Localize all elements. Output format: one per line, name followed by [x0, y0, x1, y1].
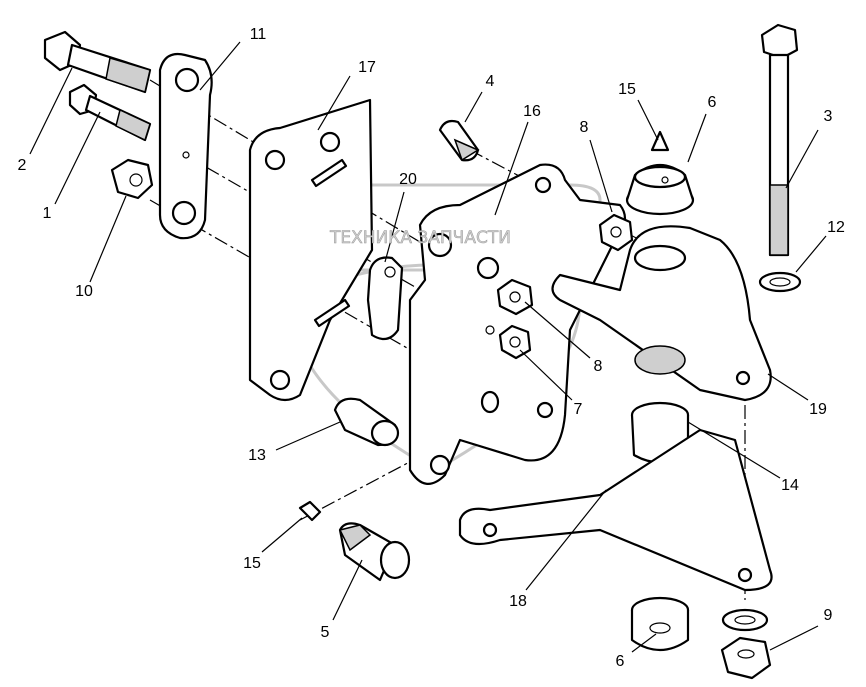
callout-label: 17	[358, 59, 376, 76]
callout-label: 20	[399, 171, 417, 188]
callout-label: 15	[243, 555, 261, 572]
leader-line	[384, 191, 405, 263]
leader-lines	[29, 41, 827, 653]
callout-label: 5	[320, 624, 330, 641]
callout-label: 2	[17, 157, 27, 174]
callout-label: 1	[42, 205, 52, 222]
nut-8-lower	[496, 278, 534, 316]
bushing-14-upper	[634, 345, 686, 375]
pin-4	[438, 119, 480, 162]
nut-8-upper	[598, 213, 634, 252]
leader-line	[525, 489, 607, 591]
bolt-2	[43, 30, 152, 94]
callout-label: 15	[618, 81, 636, 98]
leader-line	[524, 301, 591, 359]
leader-line	[54, 111, 101, 205]
washer-12	[758, 271, 802, 293]
leader-line	[464, 91, 483, 123]
callout-label: 16	[523, 103, 541, 120]
callout-label: 4	[485, 73, 495, 90]
callout-label: 11	[249, 26, 267, 43]
leader-line	[494, 121, 529, 216]
leader-line	[687, 421, 781, 479]
bracket-16	[408, 163, 627, 485]
leader-line	[275, 421, 341, 451]
bolt-1	[68, 83, 152, 142]
leader-line	[261, 517, 303, 553]
callout-label: 10	[75, 283, 93, 300]
callout-label: 18	[509, 593, 527, 610]
bushing-13	[333, 397, 400, 447]
callout-label: 13	[248, 447, 266, 464]
callout-label: 14	[781, 477, 799, 494]
bolt-3	[760, 23, 799, 257]
leader-line	[631, 633, 657, 653]
callout-label: 8	[593, 358, 603, 375]
arm-19	[551, 225, 772, 402]
watermark-text: ТЕХНИКА ЗАПЧАСТИ	[329, 228, 511, 248]
callout-label: 7	[573, 401, 583, 418]
nut-9	[720, 636, 772, 680]
arm-18	[458, 428, 773, 592]
callout-label: 8	[579, 119, 589, 136]
leader-line	[89, 195, 127, 283]
leader-line	[589, 139, 613, 213]
leader-line	[332, 559, 363, 621]
nut-7	[498, 324, 532, 360]
link-plate-11	[158, 52, 213, 240]
callout-label: 19	[809, 401, 827, 418]
callout-label: 6	[707, 94, 717, 111]
washer-lower	[721, 608, 769, 632]
clamp-20	[366, 256, 404, 341]
nut-10	[110, 158, 154, 200]
leader-line	[29, 67, 73, 155]
leader-line	[767, 373, 809, 401]
cap-6-upper	[625, 163, 695, 216]
leader-line	[769, 625, 819, 651]
leader-line	[795, 235, 827, 273]
leader-line	[519, 349, 573, 401]
mounting-plate-17	[248, 98, 374, 402]
leader-line	[637, 99, 659, 141]
leader-line	[317, 75, 351, 131]
leader-line	[785, 129, 819, 189]
cap-6-lower	[630, 596, 690, 651]
callout-label: 12	[827, 219, 845, 236]
callout-label: 6	[615, 653, 625, 670]
callout-label: 3	[823, 108, 833, 125]
pin-5	[338, 522, 411, 582]
grease-fitting-15-upper	[650, 130, 670, 152]
leader-line	[199, 41, 241, 91]
grease-fitting-15-lower	[298, 500, 322, 522]
leader-line	[687, 113, 707, 163]
callout-label: 9	[823, 607, 833, 624]
